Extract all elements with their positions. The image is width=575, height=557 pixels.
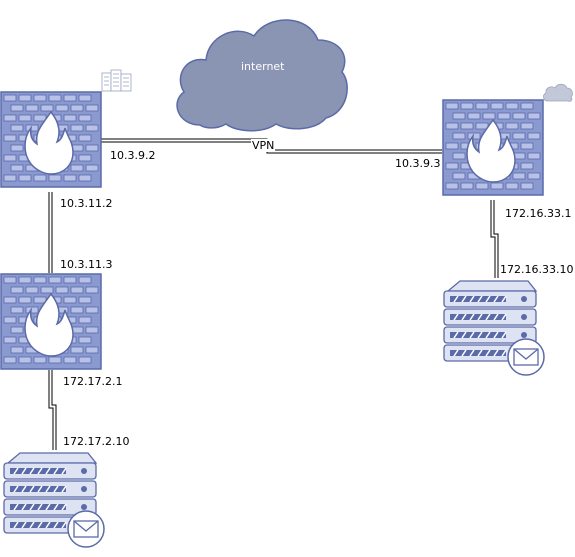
firewall-left-icon xyxy=(0,91,102,188)
fw-inner-lan-ip: 172.17.2.1 xyxy=(63,375,123,388)
fw-right-lan-ip: 172.16.33.1 xyxy=(505,207,572,220)
fw-right-wan-ip: 10.3.9.3 xyxy=(395,157,441,170)
cloud-icon xyxy=(543,83,573,102)
mail-server-right-icon xyxy=(443,280,545,376)
fw-left-lan-ip: 10.3.11.2 xyxy=(60,197,113,210)
firewall-inner-icon xyxy=(0,273,102,370)
server-right-ip: 172.16.33.10 xyxy=(500,263,574,276)
fw-inner-upstream-ip: 10.3.11.3 xyxy=(60,258,113,271)
firewall-right-icon xyxy=(442,99,544,196)
vpn-label: VPN xyxy=(251,139,276,152)
server-left-ip: 172.17.2.10 xyxy=(63,435,130,448)
right-to-server-connector xyxy=(490,200,499,278)
fw-left-wan-ip: 10.3.9.2 xyxy=(110,149,156,162)
office-buildings-icon xyxy=(101,69,132,92)
inner-to-server-connector xyxy=(48,370,57,450)
left-vertical-connector xyxy=(48,192,53,273)
internet-cloud xyxy=(176,19,348,132)
internet-label: internet xyxy=(241,60,285,73)
mail-server-left-icon xyxy=(3,452,105,548)
